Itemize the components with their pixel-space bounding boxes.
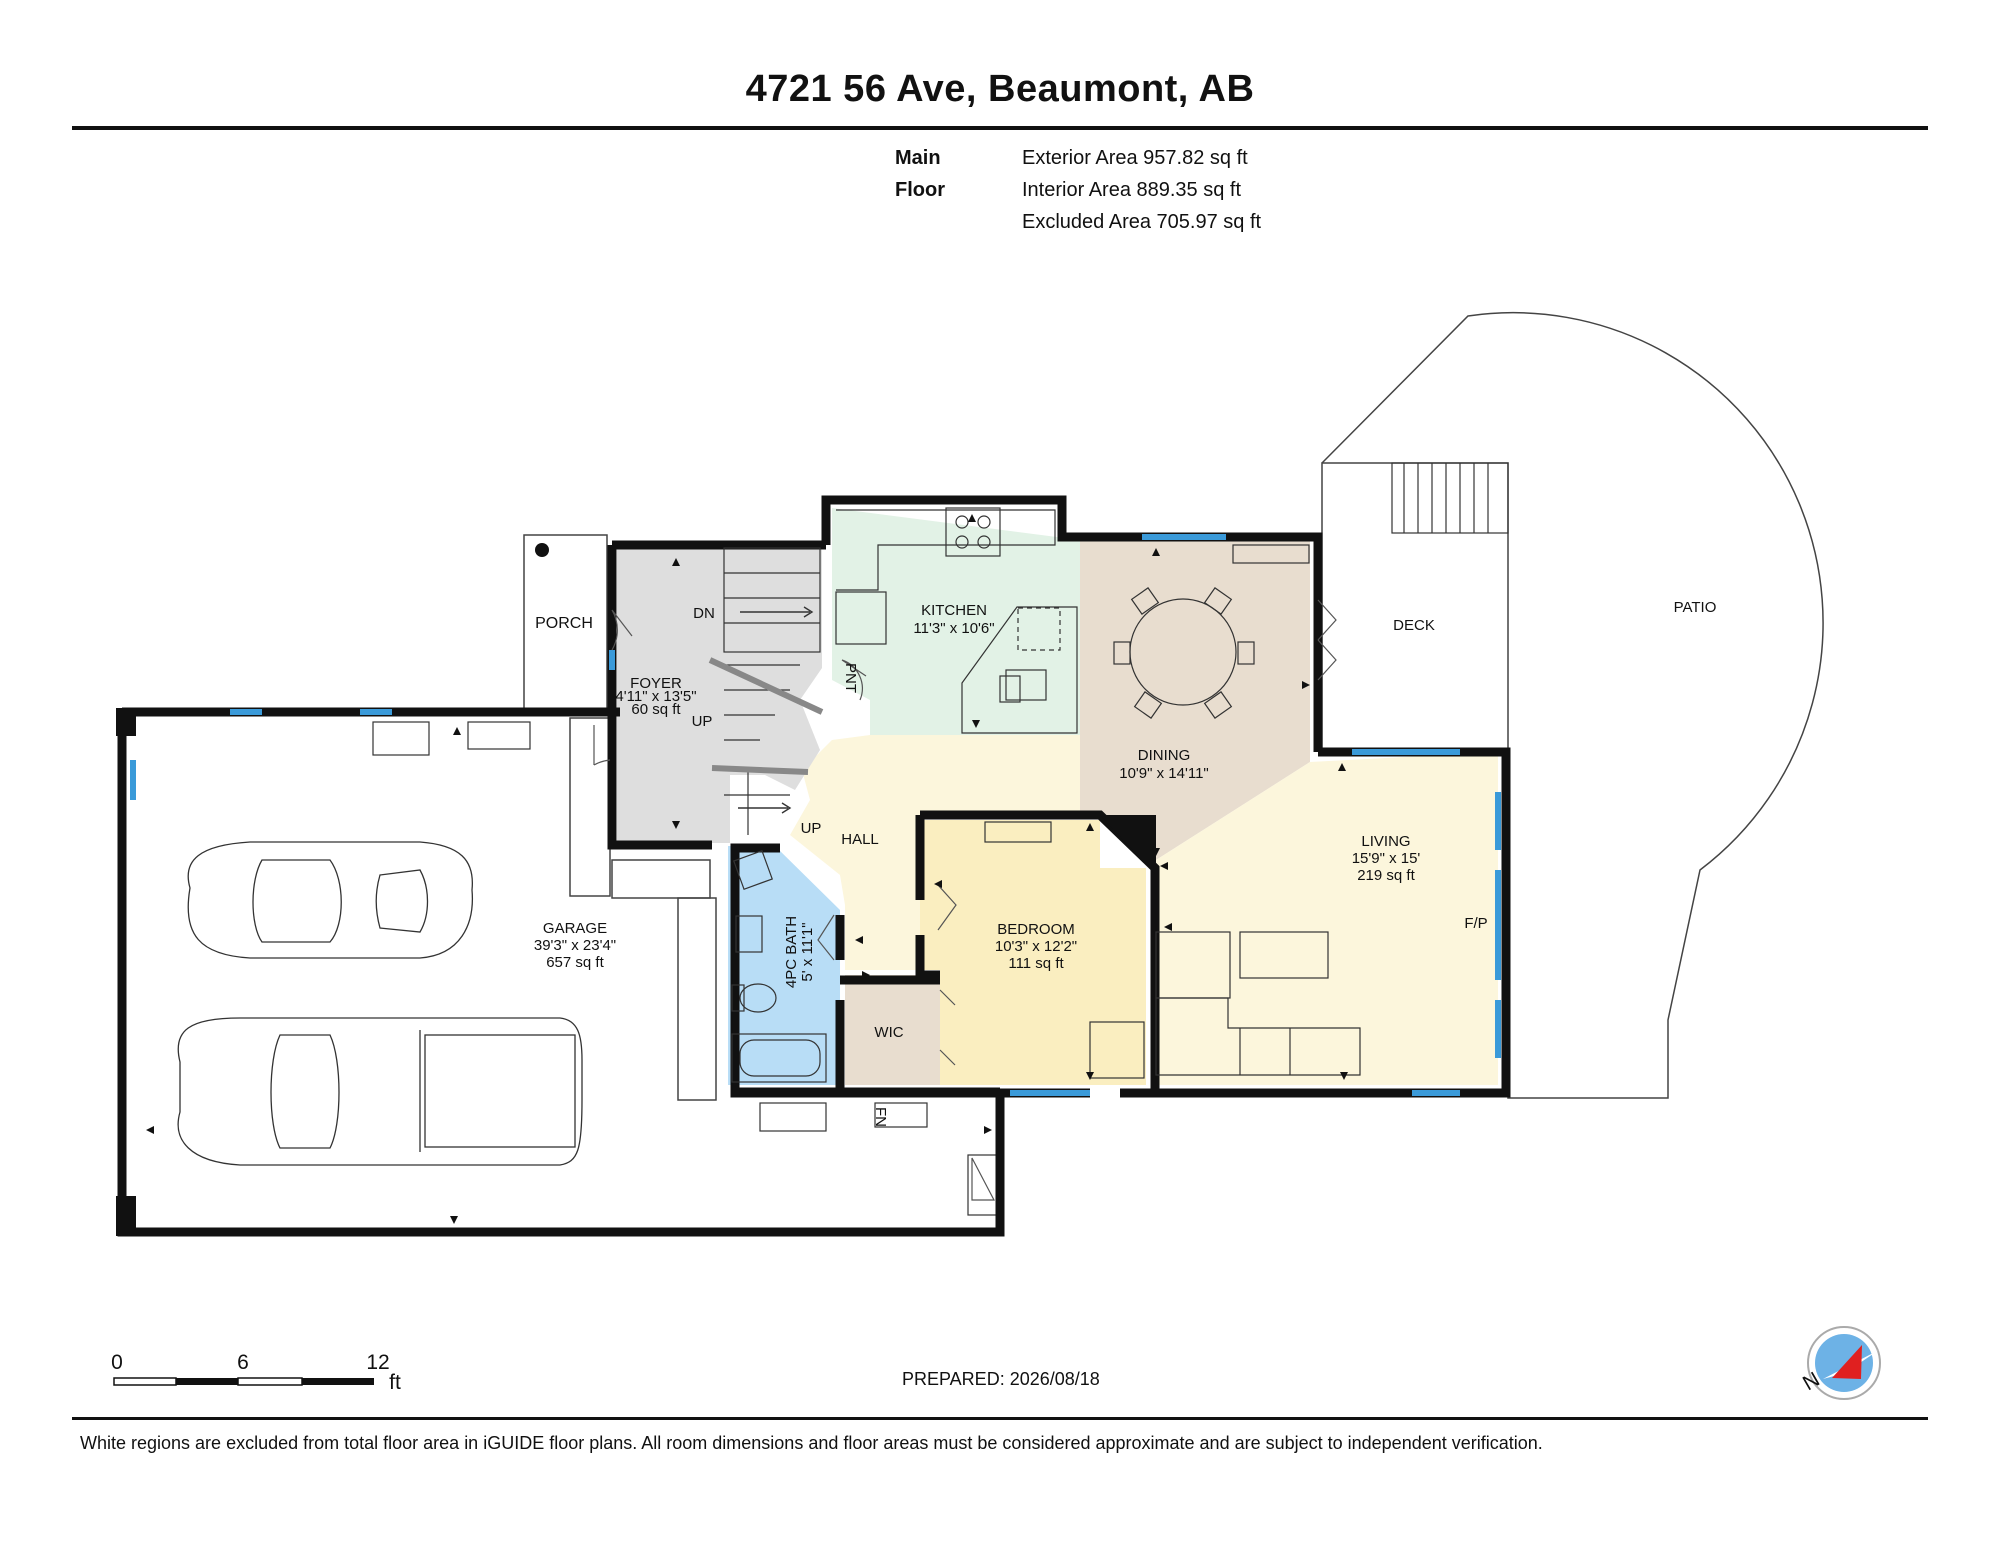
- kitchen-fixtures: [835, 507, 1078, 734]
- stair-down-label: DN: [693, 605, 715, 622]
- foyer-area: 60 sq ft: [631, 701, 681, 718]
- living-furniture: [984, 821, 1361, 1079]
- scale-bar: 0 6 12 ft: [111, 1351, 401, 1394]
- garage-label: GARAGE: [543, 920, 607, 937]
- interior-area: Interior Area 889.35 sq ft: [1022, 179, 1242, 201]
- floor-name: Main Floor: [895, 147, 945, 201]
- bath-label: 4PC BATH: [783, 916, 800, 988]
- wic-label: WIC: [874, 1024, 903, 1041]
- car-upper: [187, 841, 474, 959]
- page-title: 4721 56 Ave, Beaumont, AB: [745, 68, 1255, 110]
- living-area: 219 sq ft: [1357, 867, 1415, 884]
- dining-dims: 10'9" x 14'11": [1119, 765, 1209, 782]
- closet-outline: [611, 859, 711, 899]
- wic-fill: [845, 975, 940, 1085]
- footer-divider: [72, 1417, 1928, 1420]
- scale-max: 12: [366, 1351, 389, 1374]
- bedroom-label: BEDROOM: [997, 921, 1075, 938]
- doors: [593, 599, 1337, 1201]
- stair-arrows: [738, 606, 814, 814]
- dining-label: DINING: [1138, 747, 1191, 764]
- deck-outline: [1321, 462, 1509, 753]
- stairwell-outline: [677, 897, 717, 1101]
- garage-fixtures: [372, 721, 1001, 1216]
- living-fill: [1156, 752, 1498, 1085]
- wall-post-garage-bl: [116, 1196, 136, 1236]
- porch-label: PORCH: [535, 615, 593, 632]
- bedroom-dims: 10'3" x 12'2": [995, 938, 1077, 955]
- car-lower: [177, 1017, 583, 1166]
- wall-corner-bedroom: [1100, 815, 1156, 875]
- kitchen-dims: 11'3" x 10'6": [913, 620, 994, 637]
- garage-step-outline: [569, 717, 611, 897]
- living-dims: 15'9" x 15': [1352, 850, 1421, 867]
- wall-post-garage-tl: [116, 708, 136, 736]
- furnace-label: FN: [872, 1107, 889, 1127]
- bath-fill: [728, 846, 840, 1085]
- kitchen-label: KITCHEN: [921, 602, 987, 619]
- patio-outline: [1321, 311, 1824, 1099]
- dining-table: [1113, 544, 1310, 719]
- deck-stairs: [1391, 462, 1509, 534]
- stair-up-foyer-label: UP: [692, 713, 713, 730]
- foyer-label: FOYER: [630, 675, 682, 692]
- scale-mid: 6: [237, 1351, 249, 1374]
- stair-rail-2: [711, 765, 809, 775]
- bedroom-fill: [920, 820, 1146, 1085]
- hall-label: HALL: [841, 831, 879, 848]
- walls: [117, 495, 1511, 1237]
- garage-area: 657 sq ft: [546, 954, 604, 971]
- area-lines: Exterior Area 957.82 sq ft Interior Area…: [1022, 142, 1261, 238]
- fireplace-label: F/P: [1464, 915, 1487, 932]
- compass-icon: N: [1799, 1326, 1881, 1400]
- title-divider: [72, 126, 1928, 130]
- bath-fixtures: [731, 850, 827, 1083]
- foyer-dims: 4'11" x 13'5": [615, 688, 696, 705]
- garage-dims: 39'3" x 23'4": [534, 937, 616, 954]
- patio-label: PATIO: [1674, 599, 1717, 616]
- arrow-markers: [146, 514, 1348, 1224]
- windows: [130, 534, 1501, 1096]
- deck-label: DECK: [1393, 617, 1435, 634]
- dining-fill: [1080, 540, 1310, 860]
- stair-rail-1: [708, 657, 824, 715]
- porch-post: [535, 543, 549, 557]
- excluded-area: Excluded Area 705.97 sq ft: [1022, 211, 1262, 233]
- hall-fill: [790, 735, 1080, 970]
- disclaimer-text: White regions are excluded from total fl…: [80, 1433, 1543, 1453]
- scale-unit: ft: [389, 1371, 401, 1394]
- prepared-date: PREPARED: 2026/08/18: [902, 1369, 1100, 1389]
- stair-up-hall-label: UP: [801, 820, 822, 837]
- kitchen-fill: [832, 508, 1080, 735]
- scale-zero: 0: [111, 1351, 123, 1374]
- living-label: LIVING: [1361, 833, 1410, 850]
- bath-dims: 5' x 11'1": [799, 922, 816, 981]
- bedroom-area: 111 sq ft: [1008, 955, 1064, 972]
- exterior-area: Exterior Area 957.82 sq ft: [1022, 147, 1248, 169]
- pantry-label: PNT: [842, 663, 859, 693]
